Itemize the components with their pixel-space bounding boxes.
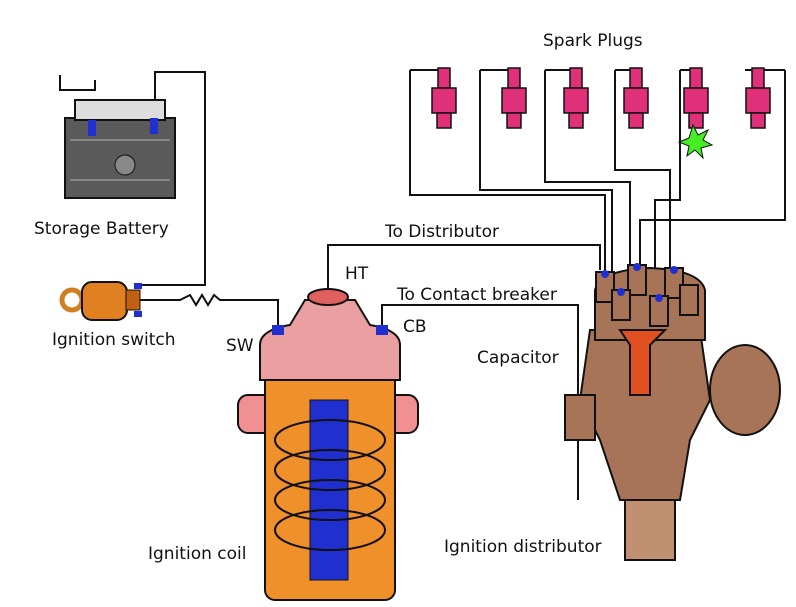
wires: [59, 69, 786, 500]
label-to-contact-breaker: To Contact breaker: [397, 285, 557, 305]
label-to-distributor: To Distributor: [385, 222, 499, 242]
label-storage-battery: Storage Battery: [34, 219, 169, 239]
label-capacitor: Capacitor: [477, 348, 559, 368]
label-cb: CB: [403, 317, 427, 337]
battery-ground-wire: [59, 75, 96, 91]
spark-plug: [501, 67, 527, 129]
ignition-switch: [59, 281, 142, 321]
storage-battery: [64, 99, 176, 199]
label-sw: SW: [226, 336, 254, 356]
spark-plug: [683, 67, 709, 129]
spark-plugs: [431, 67, 771, 129]
label-ignition-distributor: Ignition distributor: [444, 537, 602, 557]
spark-icon: [677, 123, 714, 160]
spark-plug: [745, 67, 771, 129]
label-spark-plugs: Spark Plugs: [543, 31, 643, 51]
capacitor: [564, 394, 596, 441]
spark-plug: [431, 67, 457, 129]
label-ignition-switch: Ignition switch: [52, 330, 176, 350]
battery-to-switch-wire: [140, 71, 206, 286]
spark-plug: [563, 67, 589, 129]
plug1-lead: [409, 70, 606, 270]
label-ht: HT: [345, 264, 369, 284]
ht-lead-wire: [327, 244, 601, 290]
spark-plug: [623, 67, 649, 129]
switch-to-coil-wire: [140, 293, 279, 325]
label-ignition-coil: Ignition coil: [148, 544, 247, 564]
ignition-coil: [237, 288, 419, 601]
ignition-distributor: [564, 263, 781, 561]
